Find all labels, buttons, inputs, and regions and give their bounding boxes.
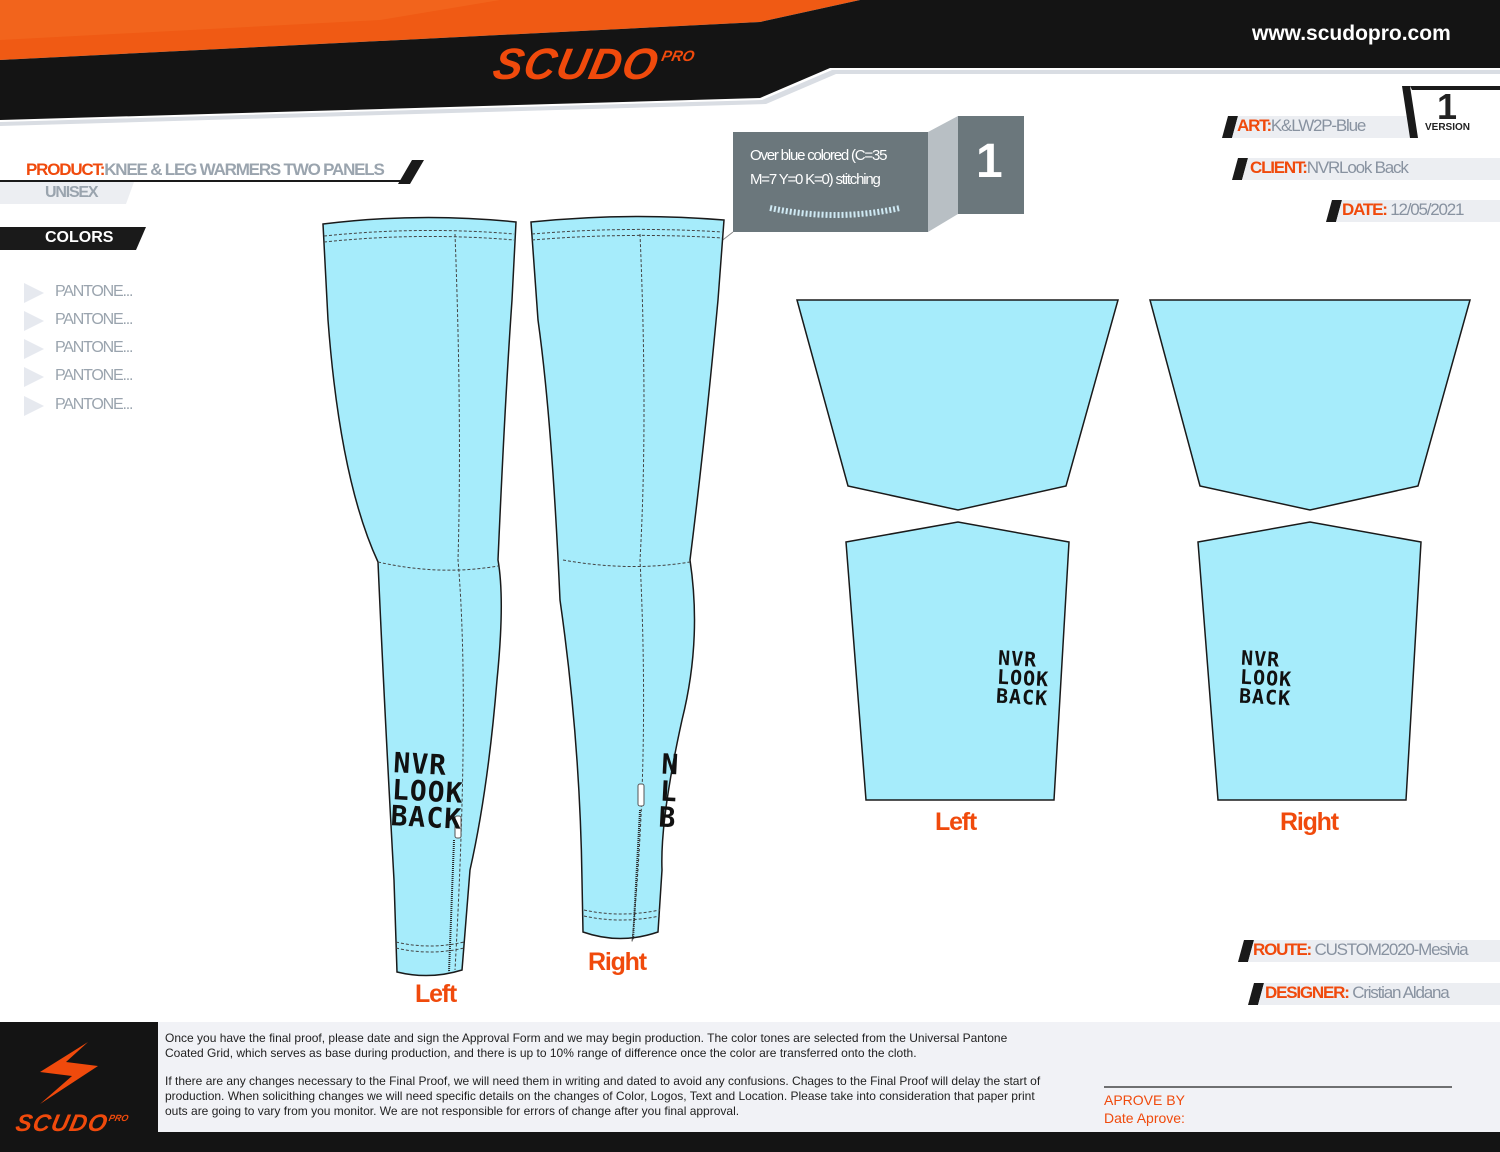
product-value: KNEE & LEG WARMERS TWO PANELS [104,160,385,179]
website-link[interactable]: www.scudopro.com [1252,22,1451,45]
triangle-icon [24,396,44,416]
stitching-callout: Over blue colored (C=35 M=7 Y=0 K=0) sti… [750,147,887,188]
version-number: 1 [1437,86,1458,127]
route-info: ROUTE: CUSTOM2020-Mesivia [1253,940,1469,959]
triangle-icon [24,339,44,359]
triangle-icon [24,311,44,331]
right-panel-caption: Right [1280,808,1339,836]
triangle-icon [24,283,44,303]
approval-instructions: Once you have the final proof, please da… [165,1031,1008,1060]
art-info: ART:K&LW2P-Blue [1237,116,1366,135]
colors-title: COLORS [45,229,114,246]
pantone-item: PANTONE... [24,338,184,359]
client-info: CLIENT:NVRLook Back [1250,158,1409,177]
gender-label: UNISEX [45,184,99,201]
right-leg-caption: Right [588,948,647,976]
callout-number: 1 [976,135,1003,188]
footer-logo: SCUDOPRO [13,1110,130,1137]
pantone-item: PANTONE... [24,310,184,331]
approve-by-label: APROVE BY [1104,1092,1185,1108]
left-leg-caption: Left [415,980,457,1008]
version-label: VERSION [1425,122,1471,133]
date-approve-label: Date Aprove: [1104,1110,1185,1126]
brand-logo: SCUDOPRO [488,40,697,89]
pantone-item: PANTONE... [24,366,184,387]
pantone-item: PANTONE... [24,395,184,416]
date-info: DATE: 12/05/2021 [1342,200,1465,219]
pantone-item: PANTONE... [24,282,184,303]
change-instructions: If there are any changes necessary to th… [165,1074,1041,1118]
left-panel-caption: Left [935,808,977,836]
triangle-icon [24,367,44,387]
product-info: PRODUCT:KNEE & LEG WARMERS TWO PANELS [26,160,385,180]
designer-info: DESIGNER: Cristian Aldana [1265,983,1450,1002]
product-label: PRODUCT: [26,160,105,179]
